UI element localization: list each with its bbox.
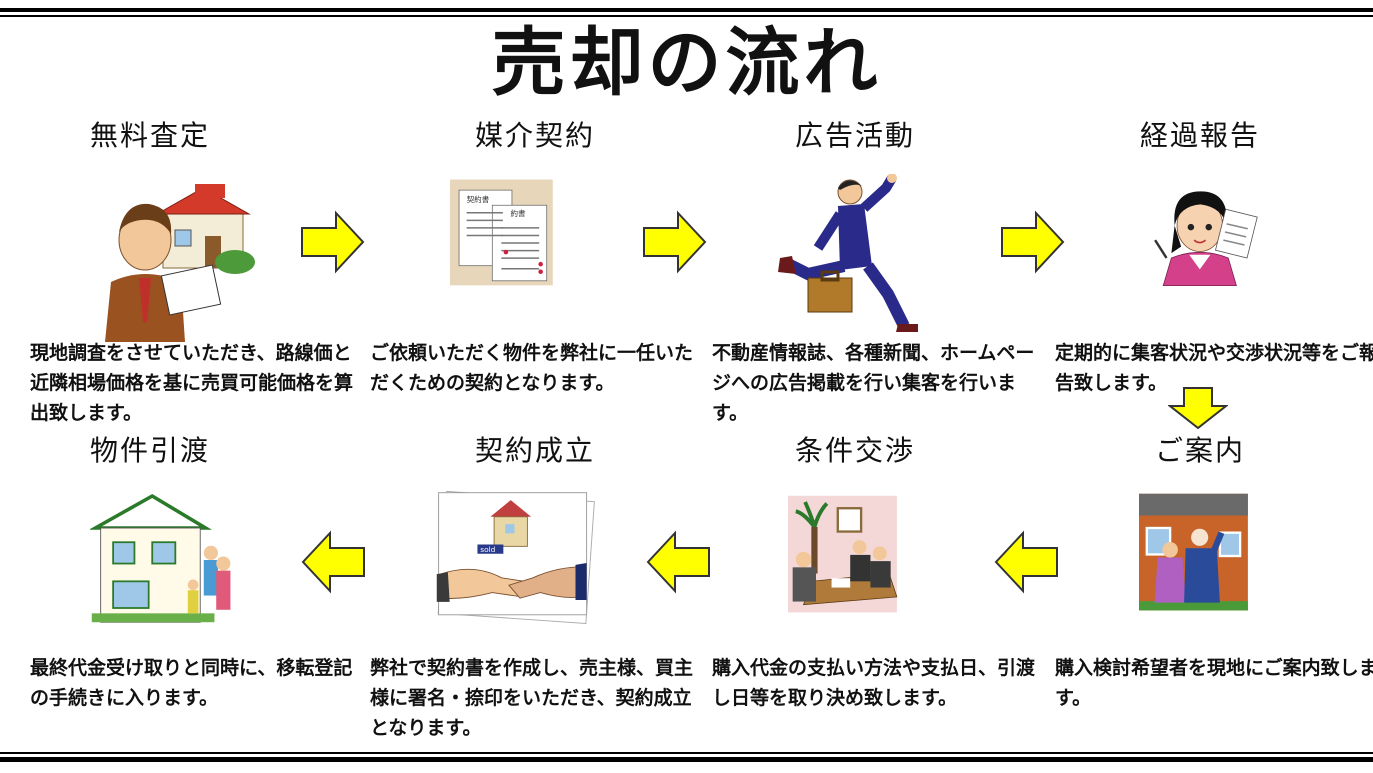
handshake-illustration: sold (436, 490, 595, 625)
top-rule-thin (0, 15, 1373, 17)
step-title: 条件交渉 (794, 434, 915, 467)
step-title: 契約成立 (474, 434, 595, 467)
step-description: 定期的に集客状況や交渉状況等をご報告致します。 (1055, 342, 1373, 394)
step-title: ご案内 (1154, 434, 1245, 467)
step-title: 無料査定 (89, 119, 210, 152)
step-title: 物件引渡 (89, 434, 210, 467)
step-title: 媒介契約 (474, 119, 595, 152)
document-title-a: 契約書 (467, 194, 490, 204)
arrow-right-icon (643, 210, 707, 274)
bottom-rule-thin (0, 752, 1373, 754)
step-muryou-satei: 無料査定 現地調査をさせていただき、路線価と近隣相場価格を基に売買可能価格を算出… (30, 118, 360, 438)
arrow-left-icon (646, 530, 710, 594)
step-keiyaku-seiritsu: 契約成立 sold 弊社で契約書を作成し、売主様、買主様に署名・捺印をいただき、… (370, 433, 700, 753)
arrow-left-icon (301, 530, 365, 594)
top-rule-thick (0, 8, 1373, 12)
step-description: ご依頼いただく物件を弊社に一任いただくための契約となります。 (370, 342, 694, 394)
sold-sign-text: sold (480, 545, 495, 554)
step-jouken-koushou: 条件交渉 購入代金の支払い方法や支払日、引渡し日等を取り決め致します。 (712, 433, 1042, 753)
page-title: 売却の流れ (491, 20, 882, 106)
step-koukoku-katsudou: 広告活動 不動産情報誌、各種新聞、ホームページへの広告掲載を行い集客を行います。 (712, 118, 1042, 438)
step-description: 不動産情報誌、各種新聞、ホームページへの広告掲載を行い集客を行います。 (712, 342, 1035, 424)
step-baikai-keiyaku: 媒介契約 契約書 約書 ご依頼いただく物件を弊社に一任いただくための契約となりま… (370, 118, 700, 438)
family-new-house-illustration (90, 493, 231, 623)
document-title-b: 約書 (510, 208, 526, 218)
arrow-left-icon (994, 530, 1058, 594)
meeting-negotiation-illustration (788, 495, 898, 613)
arrow-down-icon (1168, 387, 1228, 430)
step-go-annai: ご案内 購入検討希望者を現地にご案内致します。 (1055, 433, 1373, 753)
arrow-right-icon (1001, 210, 1065, 274)
step-title: 経過報告 (1139, 119, 1260, 152)
contract-document-illustration: 契約書 約書 (450, 179, 553, 286)
step-title: 広告活動 (794, 119, 915, 152)
step-description: 弊社で契約書を作成し、売主様、買主様に署名・捺印をいただき、契約成立となります。 (370, 657, 694, 739)
step-bukken-hikiwatashi: 物件引渡 最終代金受け取りと同時に、移転登記の手続きに入ります。 (30, 433, 360, 753)
arrow-right-icon (301, 210, 365, 274)
house-viewing-illustration (1139, 493, 1248, 611)
step-keika-houkoku: 経過報告 定期的に集客状況や交渉状況等をご報告致します。 (1055, 118, 1373, 438)
agent-with-house-illustration (105, 184, 255, 342)
step-description: 購入検討希望者を現地にご案内致します。 (1055, 657, 1373, 709)
bottom-rule-thick (0, 757, 1373, 762)
step-description: 購入代金の支払い方法や支払日、引渡し日等を取り決め致します。 (712, 657, 1036, 709)
step-description: 最終代金受け取りと同時に、移転登記の手続きに入ります。 (30, 657, 353, 709)
woman-reporting-illustration (1154, 191, 1258, 287)
step-description: 現地調査をさせていただき、路線価と近隣相場価格を基に売買可能価格を算出致します。 (30, 342, 354, 424)
running-businessman-illustration (778, 174, 918, 332)
